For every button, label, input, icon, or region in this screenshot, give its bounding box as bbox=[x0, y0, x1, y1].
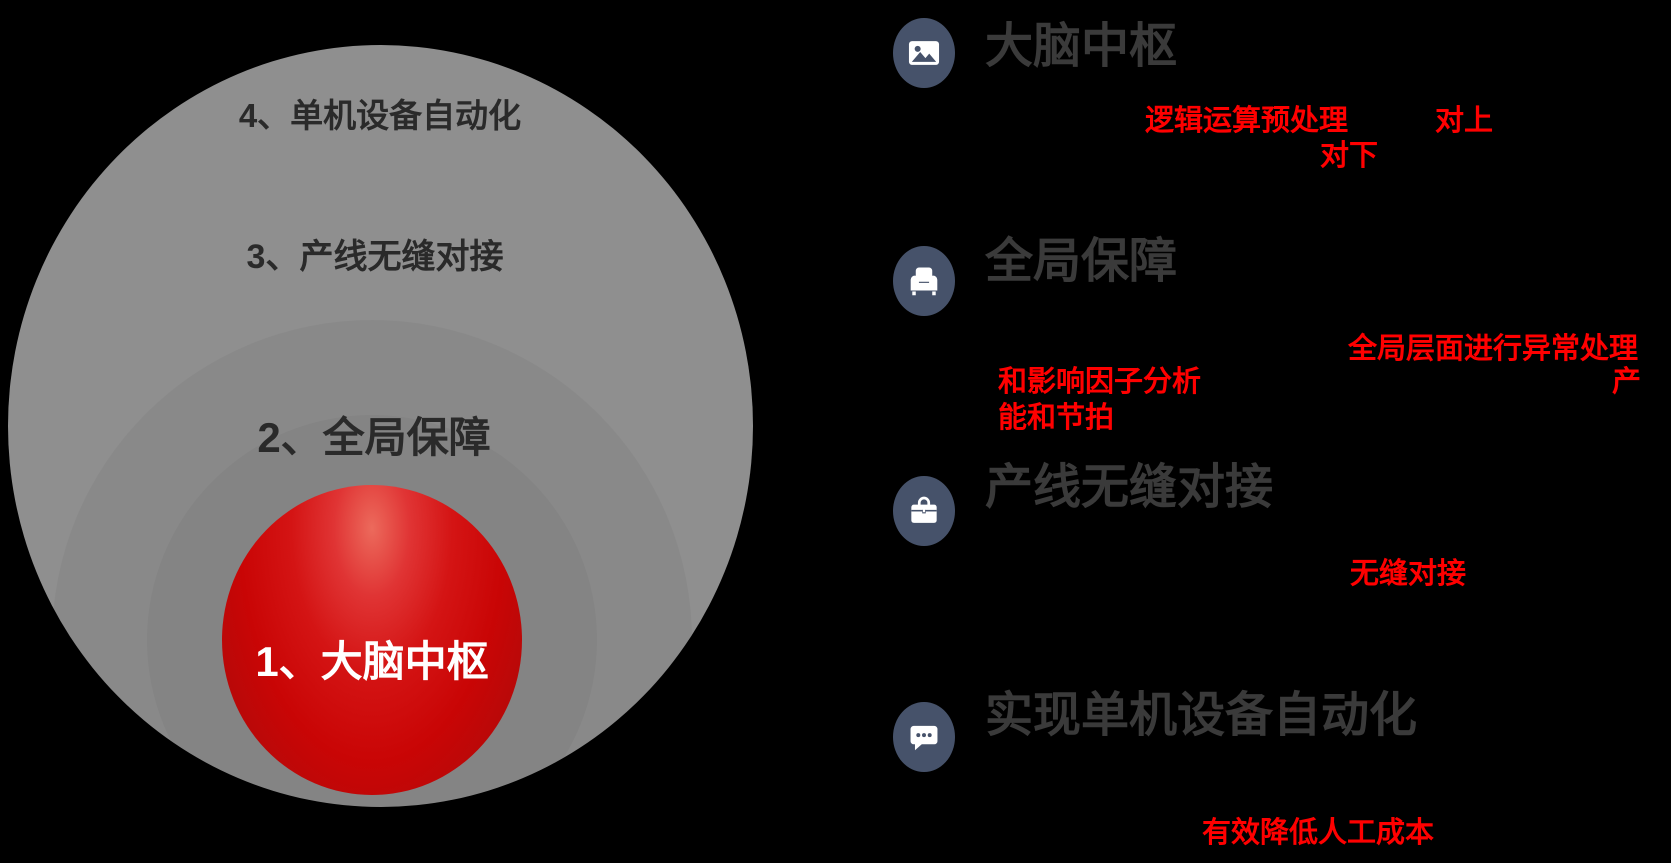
core-red-circle bbox=[222, 485, 522, 795]
annotation-capacity-takt: 能和节拍 bbox=[998, 402, 1115, 434]
venn-label-level-4: 4、单机设备自动化 bbox=[238, 97, 522, 134]
legend-title-brain-hub: 大脑中枢 bbox=[985, 20, 1178, 73]
legend-title-global-assurance: 全局保障 bbox=[985, 235, 1178, 288]
legend-icon-circle-1 bbox=[893, 18, 955, 88]
venn-label-level-2: 2、全局保障 bbox=[257, 414, 491, 461]
annotation-factor-analysis: 和影响因子分析 bbox=[998, 366, 1202, 398]
annotation-reduce-labor-cost: 有效降低人工成本 bbox=[1202, 817, 1435, 849]
legend-title-standalone-automation: 实现单机设备自动化 bbox=[985, 689, 1418, 742]
armchair-icon bbox=[905, 262, 943, 300]
annotation-global-exception-handling: 全局层面进行异常处理 bbox=[1348, 333, 1639, 365]
venn-label-level-3: 3、产线无缝对接 bbox=[246, 238, 504, 276]
annotation-seamless-docking: 无缝对接 bbox=[1350, 558, 1467, 590]
legend-icon-circle-2 bbox=[893, 246, 955, 316]
toolbox-icon bbox=[905, 492, 943, 530]
venn-label-level-1: 1、大脑中枢 bbox=[255, 638, 489, 685]
annotation-upward: 对上 bbox=[1435, 105, 1494, 137]
chat-bubble-icon bbox=[905, 718, 943, 756]
legend-icon-circle-4 bbox=[893, 702, 955, 772]
annotation-chan: 产 bbox=[1612, 366, 1642, 398]
legend-icon-circle-3 bbox=[893, 476, 955, 546]
annotation-downward: 对下 bbox=[1320, 140, 1379, 172]
image-icon bbox=[905, 34, 943, 72]
legend-title-line-docking: 产线无缝对接 bbox=[985, 461, 1274, 514]
annotation-logic-preprocessing: 逻辑运算预处理 bbox=[1145, 105, 1349, 137]
